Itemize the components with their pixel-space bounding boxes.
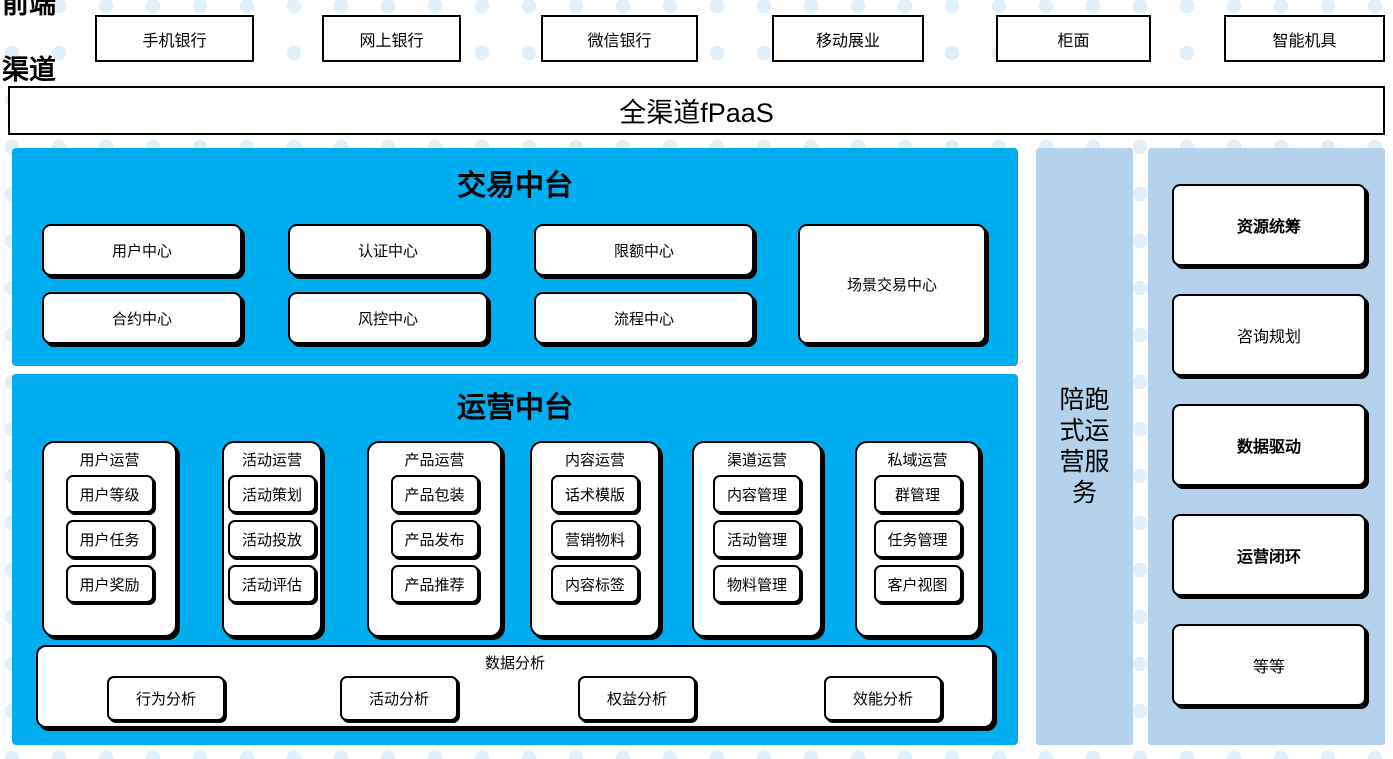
ops-column-items: 产品包装产品发布产品推荐 bbox=[390, 475, 479, 603]
ops-item-3-1[interactable]: 产品包装 bbox=[390, 475, 479, 513]
omnichannel-fpaas-label: 全渠道fPaaS bbox=[619, 98, 774, 128]
trade-platform-title: 交易中台 bbox=[456, 170, 573, 202]
ops-item-2-2[interactable]: 活动投放 bbox=[228, 520, 316, 558]
trade-center-box-label: 合约中心 bbox=[111, 310, 172, 328]
channel-box-label: 移动展业 bbox=[815, 32, 880, 50]
ops-item-3-3[interactable]: 产品推荐 bbox=[390, 565, 479, 603]
ops-column-title: 渠道运营 bbox=[726, 452, 787, 469]
trade-center-box-1[interactable]: 用户中心 bbox=[42, 224, 242, 276]
ops-column-title: 用户运营 bbox=[79, 452, 140, 469]
channel-box-4[interactable]: 移动展业 bbox=[772, 15, 924, 62]
trade-center-box-3[interactable]: 限额中心 bbox=[534, 224, 754, 276]
ops-column-1[interactable]: 用户运营用户等级用户任务用户奖励 bbox=[42, 441, 177, 637]
trade-center-box-label: 限额中心 bbox=[613, 242, 674, 260]
ops-item-6-2[interactable]: 任务管理 bbox=[873, 520, 962, 558]
ops-platform-title: 运营中台 bbox=[456, 392, 573, 424]
data-analysis-title: 数据分析 bbox=[484, 655, 545, 672]
capability-card-2[interactable]: 咨询规划 bbox=[1172, 294, 1366, 376]
trade-center-box-label: 认证中心 bbox=[357, 242, 418, 260]
ops-column-items: 群管理任务管理客户视图 bbox=[873, 475, 962, 603]
ops-column-items: 话术模版营销物料内容标签 bbox=[551, 475, 639, 603]
capability-card-3[interactable]: 数据驱动 bbox=[1172, 404, 1366, 486]
ops-item-5-3[interactable]: 物料管理 bbox=[713, 565, 801, 603]
ops-item-2-1[interactable]: 活动策划 bbox=[228, 475, 316, 513]
data-analysis-item-4[interactable]: 效能分析 bbox=[824, 676, 942, 721]
ops-column-items: 活动策划活动投放活动评估 bbox=[228, 475, 316, 603]
ops-item-4-1[interactable]: 话术模版 bbox=[551, 475, 639, 513]
capability-card-5[interactable]: 等等 bbox=[1172, 624, 1366, 706]
ops-column-4[interactable]: 内容运营话术模版营销物料内容标签 bbox=[530, 441, 660, 637]
capability-card-4[interactable]: 运营闭环 bbox=[1172, 514, 1366, 596]
omnichannel-fpaas-bar: 全渠道fPaaS bbox=[8, 86, 1385, 135]
channel-box-1[interactable]: 手机银行 bbox=[95, 15, 254, 62]
ops-item-3-2[interactable]: 产品发布 bbox=[390, 520, 479, 558]
trade-center-box-5[interactable]: 风控中心 bbox=[288, 292, 488, 344]
ops-column-items: 用户等级用户任务用户奖励 bbox=[65, 475, 154, 603]
data-analysis-block: 数据分析 行为分析 活动分析 权益分析 效能分析 bbox=[36, 645, 994, 728]
ops-item-4-2[interactable]: 营销物料 bbox=[551, 520, 639, 558]
ops-column-5[interactable]: 渠道运营内容管理活动管理物料管理 bbox=[692, 441, 822, 637]
trade-center-box-7[interactable]: 场景交易中心 bbox=[798, 224, 986, 344]
ops-item-4-3[interactable]: 内容标签 bbox=[551, 565, 639, 603]
ops-item-6-1[interactable]: 群管理 bbox=[873, 475, 962, 513]
trade-center-box-4[interactable]: 合约中心 bbox=[42, 292, 242, 344]
channel-box-2[interactable]: 网上银行 bbox=[322, 15, 461, 62]
ops-item-6-3[interactable]: 客户视图 bbox=[873, 565, 962, 603]
trade-center-box-6[interactable]: 流程中心 bbox=[534, 292, 754, 344]
front-channel-label: 前端 渠道 bbox=[2, 0, 88, 85]
accompanying-service-column: 陪跑式运营服务 bbox=[1036, 148, 1133, 745]
ops-column-6[interactable]: 私域运营群管理任务管理客户视图 bbox=[855, 441, 980, 637]
trade-center-box-label: 流程中心 bbox=[613, 310, 674, 328]
trade-center-box-label: 风控中心 bbox=[357, 310, 418, 328]
ops-column-title: 活动运营 bbox=[241, 452, 302, 469]
capability-card-1[interactable]: 资源统筹 bbox=[1172, 184, 1366, 266]
ops-item-1-3[interactable]: 用户奖励 bbox=[65, 565, 154, 603]
ops-item-5-1[interactable]: 内容管理 bbox=[713, 475, 801, 513]
ops-column-title: 私域运营 bbox=[887, 452, 948, 469]
front-channel-label-line2: 渠道 bbox=[2, 54, 56, 85]
channel-box-label: 柜面 bbox=[1057, 32, 1090, 50]
ops-item-5-2[interactable]: 活动管理 bbox=[713, 520, 801, 558]
capability-panel: 资源统筹咨询规划数据驱动运营闭环等等 bbox=[1148, 148, 1385, 745]
ops-column-title: 内容运营 bbox=[564, 452, 625, 469]
data-analysis-item-1[interactable]: 行为分析 bbox=[107, 676, 225, 721]
ops-item-1-1[interactable]: 用户等级 bbox=[65, 475, 154, 513]
trade-center-box-label: 用户中心 bbox=[111, 242, 172, 260]
data-analysis-item-3[interactable]: 权益分析 bbox=[578, 676, 696, 721]
channel-box-label: 智能机具 bbox=[1272, 32, 1337, 50]
channel-box-label: 网上银行 bbox=[359, 32, 424, 50]
ops-item-1-2[interactable]: 用户任务 bbox=[65, 520, 154, 558]
channel-box-label: 手机银行 bbox=[142, 32, 207, 50]
accompanying-service-label: 陪跑式运营服务 bbox=[1059, 385, 1110, 507]
ops-column-3[interactable]: 产品运营产品包装产品发布产品推荐 bbox=[367, 441, 502, 637]
ops-item-2-3[interactable]: 活动评估 bbox=[228, 565, 316, 603]
channel-box-label: 微信银行 bbox=[587, 32, 652, 50]
channel-box-5[interactable]: 柜面 bbox=[996, 15, 1151, 62]
ops-column-items: 内容管理活动管理物料管理 bbox=[713, 475, 801, 603]
trade-center-box-2[interactable]: 认证中心 bbox=[288, 224, 488, 276]
channel-box-3[interactable]: 微信银行 bbox=[541, 15, 698, 62]
trade-center-box-label: 场景交易中心 bbox=[846, 276, 937, 294]
data-analysis-item-2[interactable]: 活动分析 bbox=[340, 676, 458, 721]
channel-box-6[interactable]: 智能机具 bbox=[1224, 15, 1385, 62]
trade-platform: 交易中台 用户中心 认证中心 限额中心合约中心 风控中心 流程中心 场景交易中心 bbox=[12, 148, 1018, 366]
ops-column-title: 产品运营 bbox=[404, 452, 465, 469]
front-channel-label-line1: 前端 bbox=[2, 0, 56, 19]
ops-column-2[interactable]: 活动运营活动策划活动投放活动评估 bbox=[222, 441, 322, 637]
